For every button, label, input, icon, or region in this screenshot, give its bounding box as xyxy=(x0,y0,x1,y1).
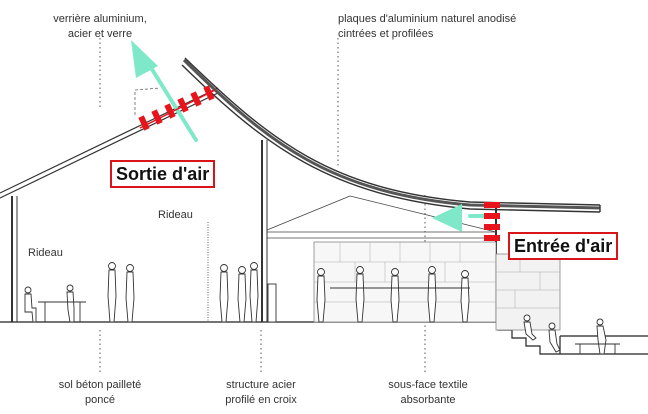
inlet-markers xyxy=(484,202,500,241)
person xyxy=(460,270,470,323)
sortie-arrow-head xyxy=(131,40,158,78)
person xyxy=(427,266,437,323)
label-plaques-line2: cintrées et profilées xyxy=(338,28,434,40)
vent-opening xyxy=(134,87,161,115)
label-verriere-line1: verrière aluminium, xyxy=(53,13,147,25)
label-plaques-line1: plaques d'aluminium naturel anodisé xyxy=(338,13,517,25)
person xyxy=(219,264,229,323)
callout-sortie-air: Sortie d'air xyxy=(110,160,216,188)
person xyxy=(596,318,607,355)
person xyxy=(249,262,259,323)
person xyxy=(24,286,37,323)
label-sousface: sous-face textile absorbante xyxy=(368,378,488,408)
label-sol-line2: poncé xyxy=(85,394,115,406)
outlet-line xyxy=(139,89,216,129)
leader-lines xyxy=(99,38,426,372)
person xyxy=(316,268,326,323)
label-plaques: plaques d'aluminium naturel anodisé cint… xyxy=(338,12,516,42)
label-structure-line1: structure acier xyxy=(226,379,296,391)
entree-arrow-head xyxy=(432,204,462,232)
callout-entree-air: Entrée d'air xyxy=(508,232,619,260)
label-structure: structure acier profilé en croix xyxy=(206,378,316,408)
label-verriere-line2: acier et verre xyxy=(67,28,133,40)
people xyxy=(24,262,607,355)
label-structure-line2: profilé en croix xyxy=(225,394,297,406)
person xyxy=(125,264,135,323)
furniture xyxy=(38,283,620,354)
person xyxy=(523,314,537,341)
airflow-arrows xyxy=(143,56,500,218)
person xyxy=(548,322,561,353)
curved-roof xyxy=(181,57,601,213)
bracing xyxy=(266,195,497,239)
label-sol: sol béton pailleté poncé xyxy=(40,378,160,408)
person xyxy=(66,284,75,323)
label-rideau-left: Rideau xyxy=(28,247,63,259)
label-sol-line1: sol béton pailleté xyxy=(58,379,142,391)
person xyxy=(107,262,117,323)
person xyxy=(390,268,400,323)
label-verriere: verrière aluminium, acier et verre xyxy=(40,12,160,42)
person xyxy=(237,266,247,323)
label-sousface-line1: sous-face textile xyxy=(388,379,468,391)
label-rideau-mid: Rideau xyxy=(158,209,193,221)
person xyxy=(355,266,365,323)
label-sousface-line2: absorbante xyxy=(400,394,456,406)
